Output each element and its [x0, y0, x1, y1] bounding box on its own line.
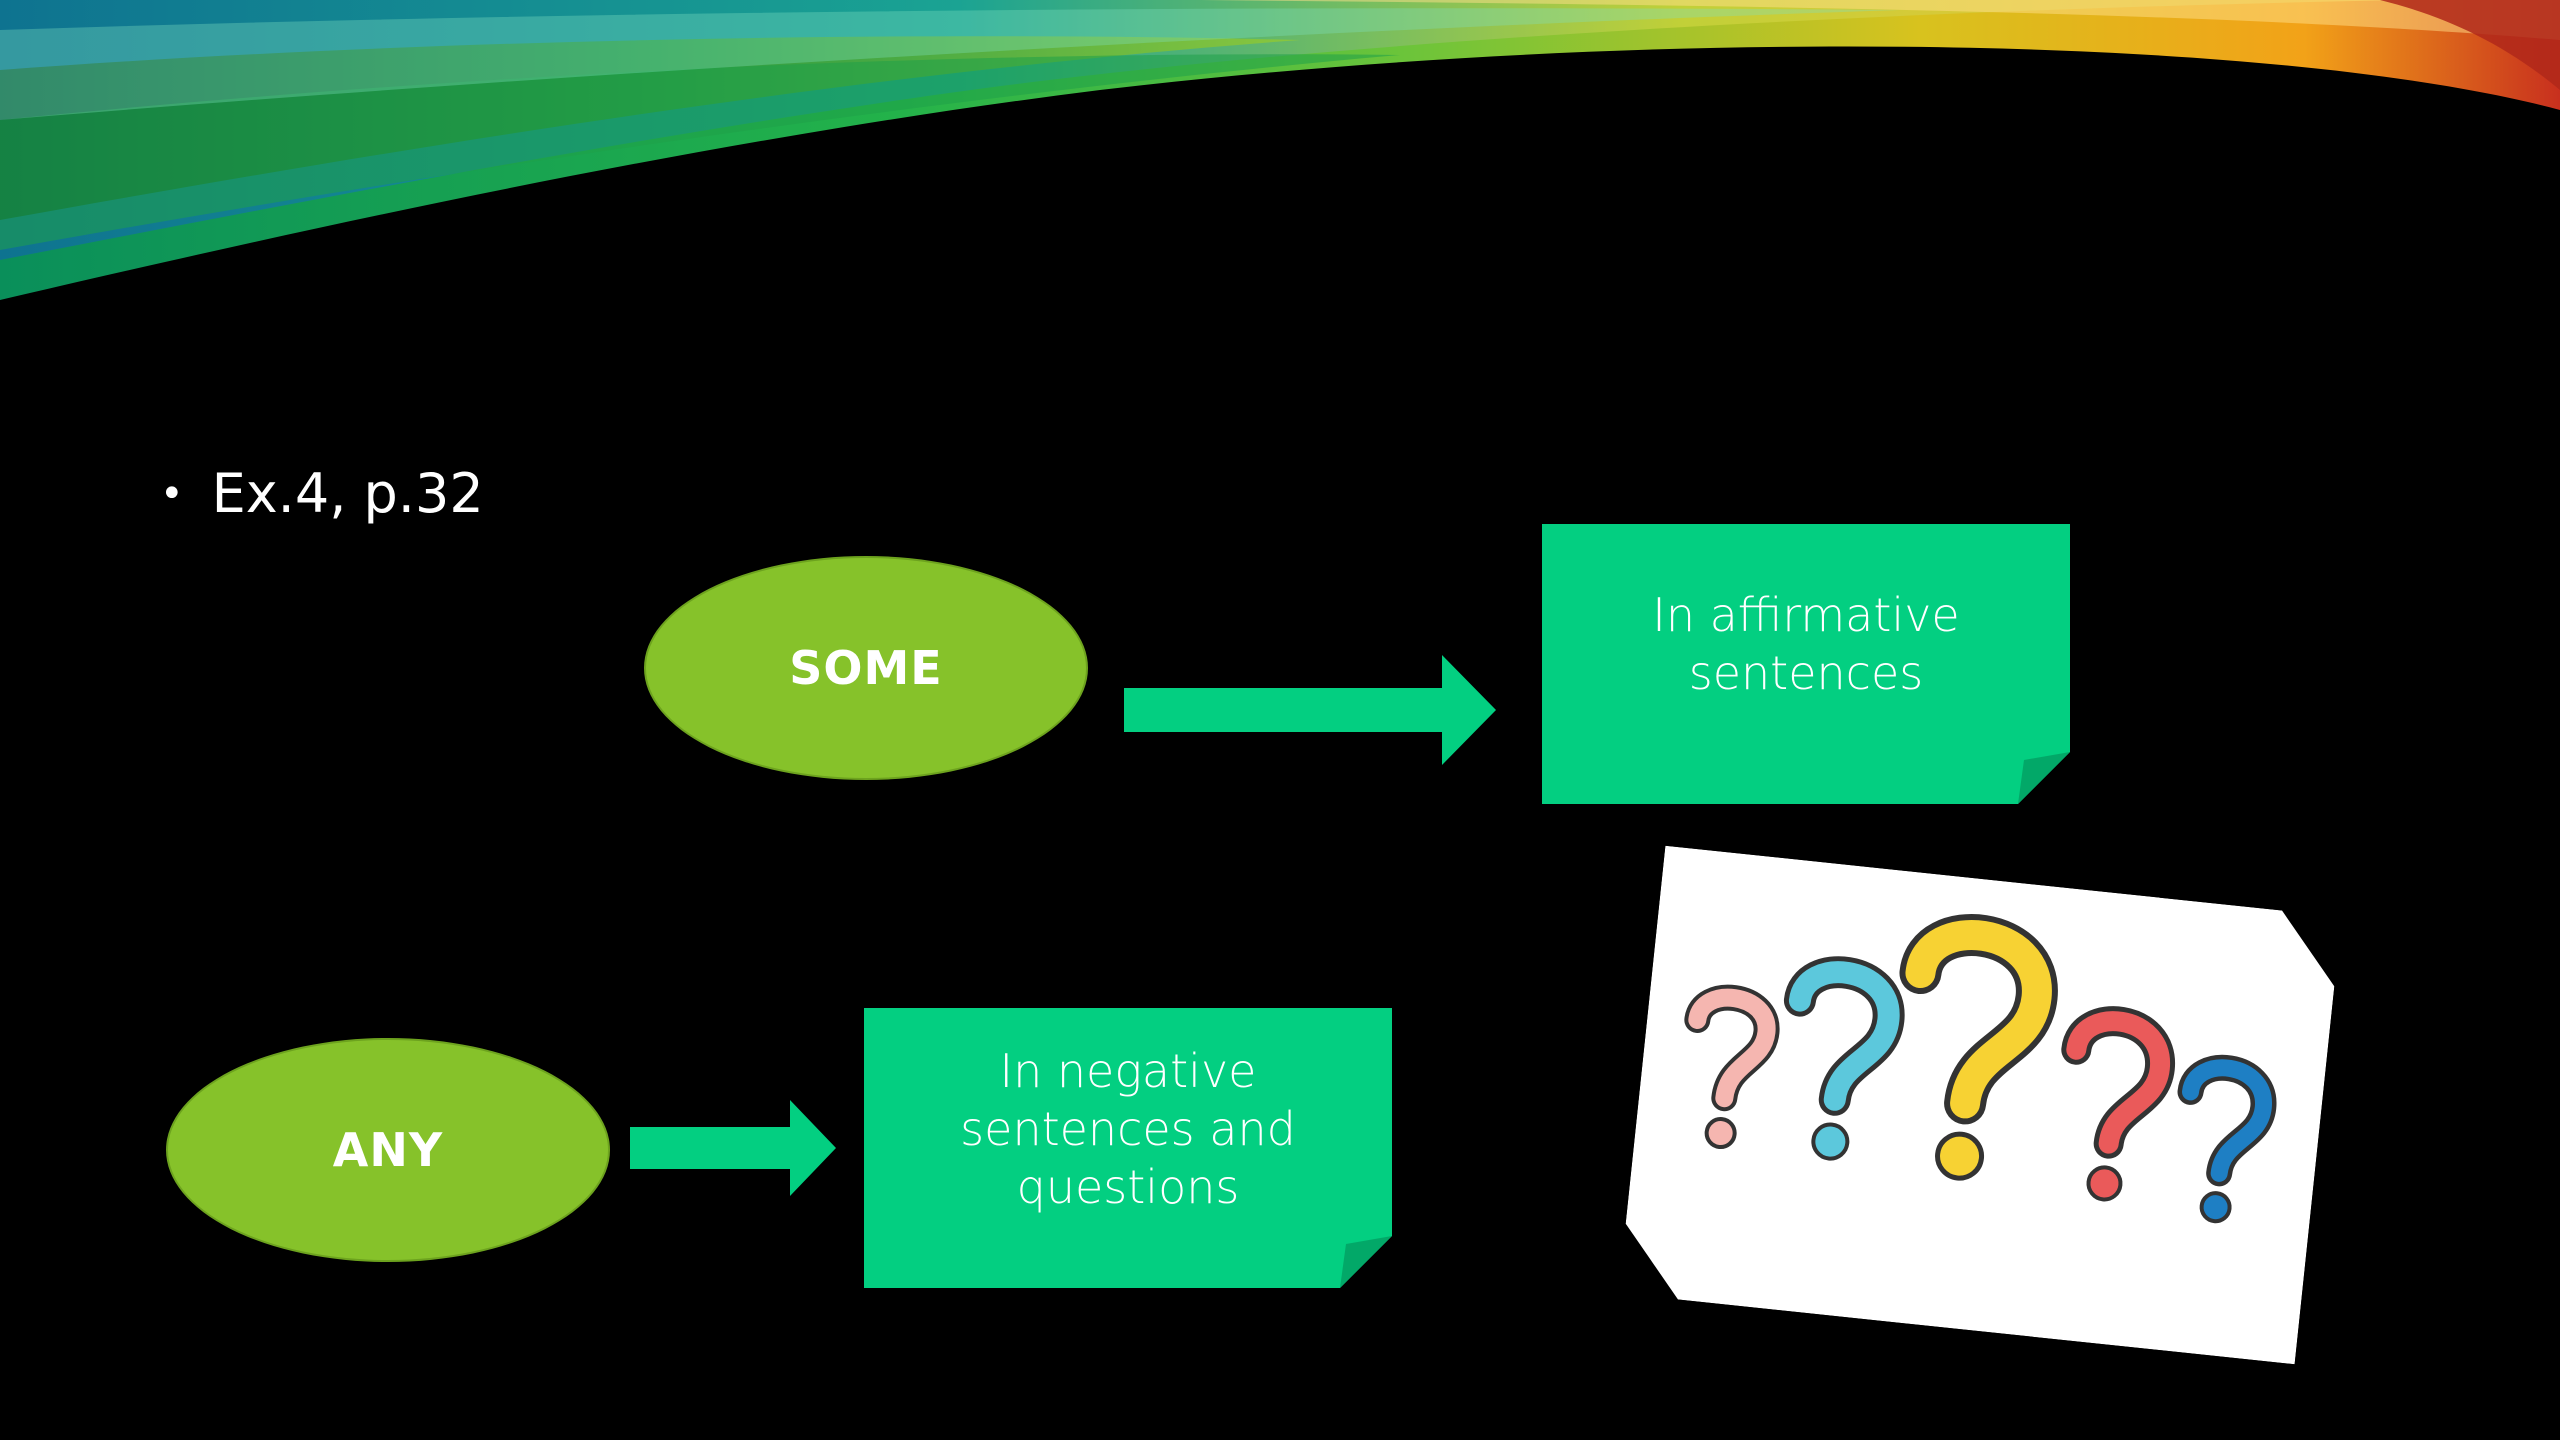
- some-node: SOME: [644, 556, 1088, 780]
- bullet-item: • Ex.4, p.32: [160, 462, 484, 525]
- arrow-any-to-negative: [630, 1100, 836, 1196]
- bullet-text: Ex.4, p.32: [211, 462, 484, 525]
- note-fold: [1340, 1236, 1392, 1288]
- bullet-dot: •: [160, 470, 184, 517]
- any-node: ANY: [166, 1038, 610, 1262]
- affirmative-label: In affirmative sentences: [1652, 588, 1960, 700]
- some-label: SOME: [789, 641, 943, 695]
- negative-label: In negative sentences and questions: [960, 1044, 1296, 1214]
- question-marks-icon: [1625, 845, 2335, 1365]
- any-label: ANY: [332, 1123, 444, 1177]
- note-fold: [2018, 752, 2070, 804]
- arrow-some-to-affirmative: [1124, 655, 1496, 765]
- swoosh-banner: [0, 0, 2560, 300]
- negative-node: In negative sentences and questions: [864, 1008, 1392, 1288]
- affirmative-node: In affirmative sentences: [1542, 524, 2070, 804]
